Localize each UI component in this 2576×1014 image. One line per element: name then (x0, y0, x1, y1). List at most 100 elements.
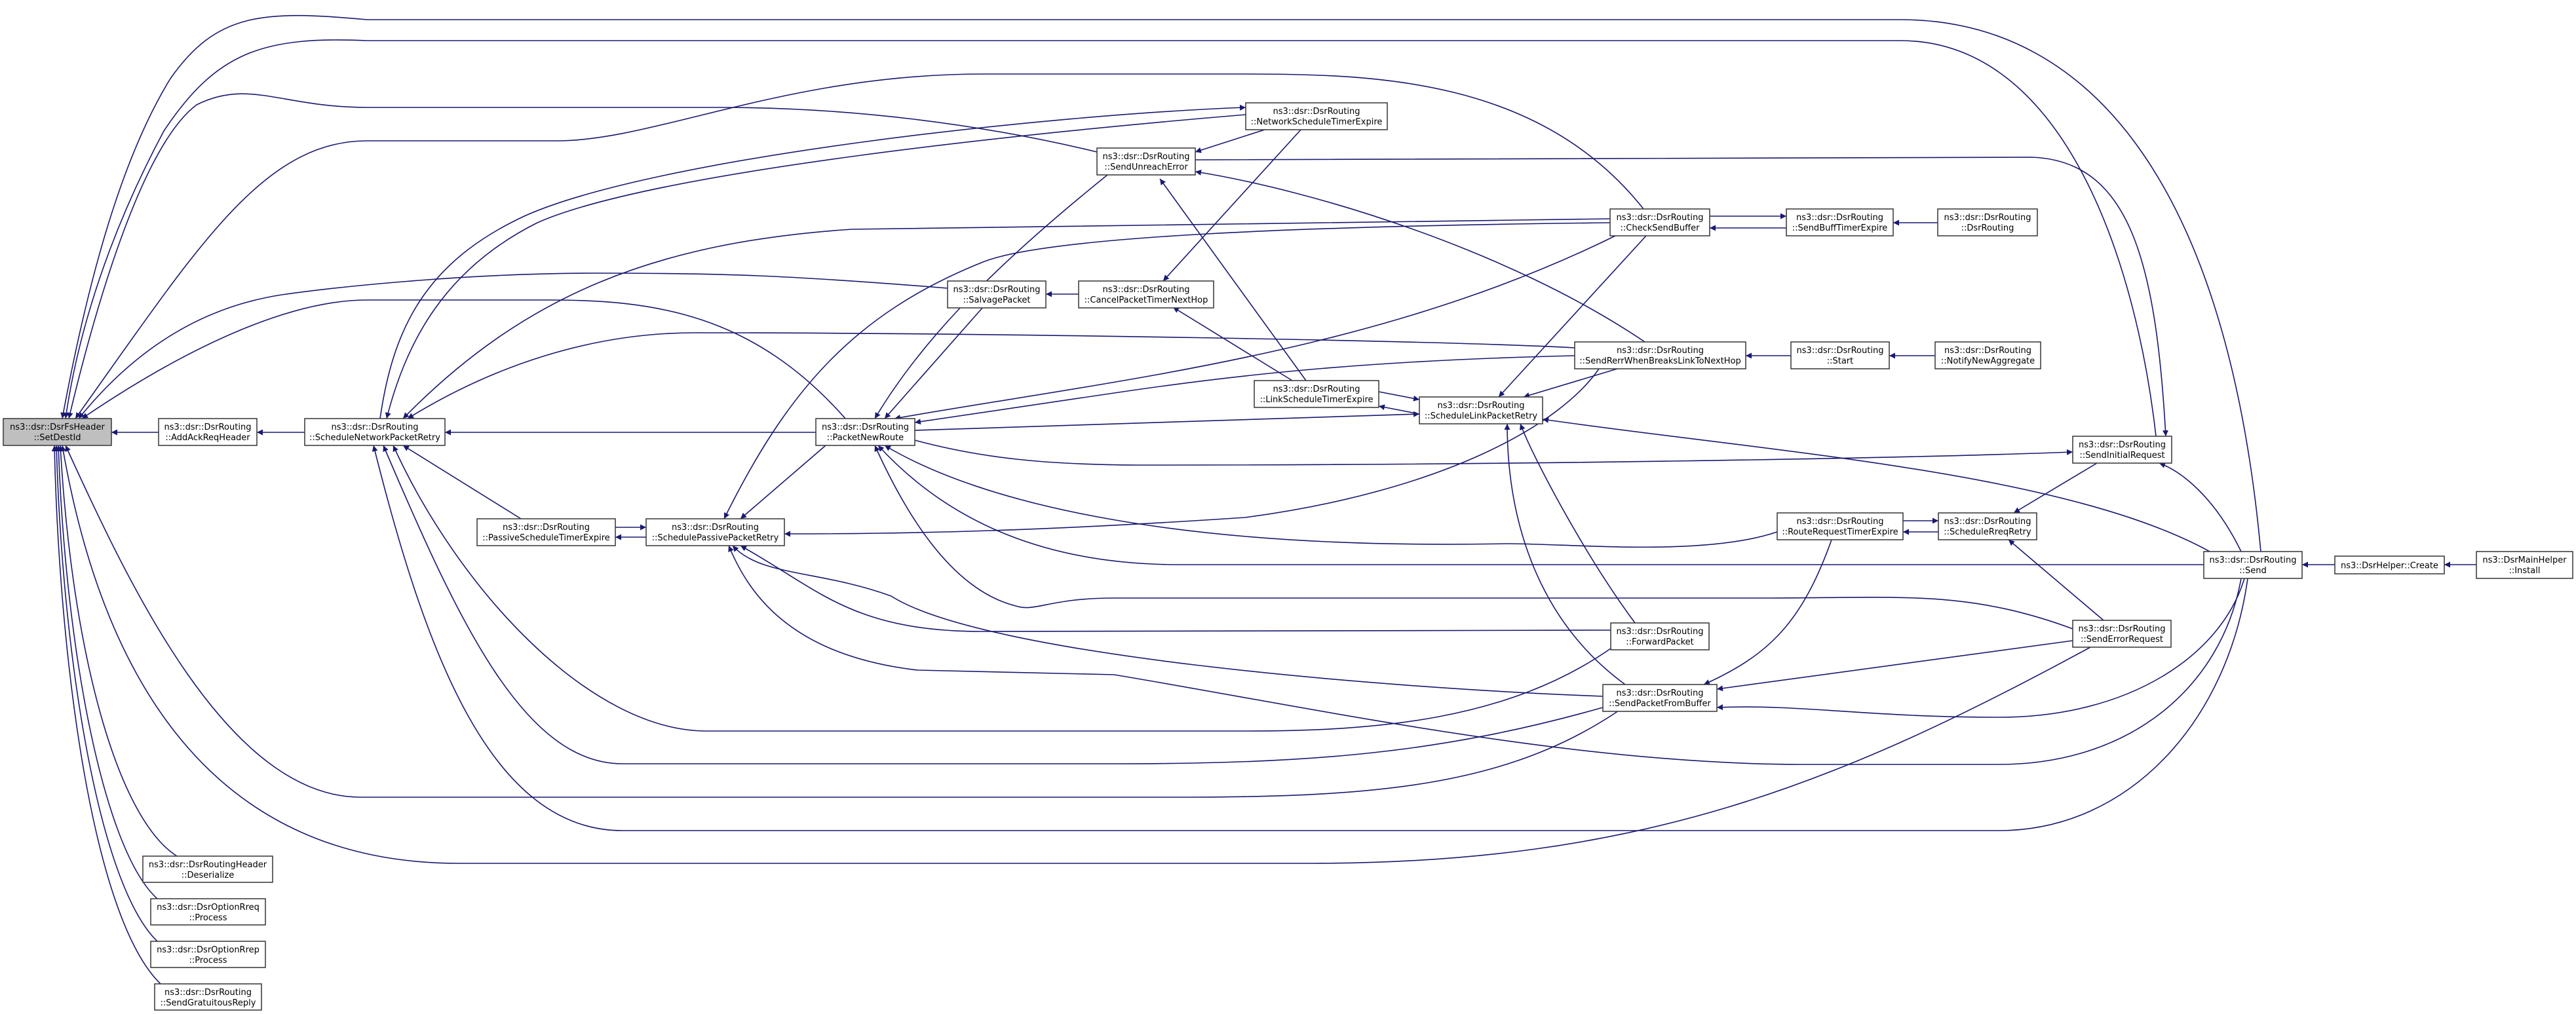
call-edge (81, 299, 846, 419)
caller-node[interactable]: ns3::dsr::DsrRouting::LinkScheduleTimerE… (1254, 380, 1379, 408)
node-scope-label: ns3::dsr::DsrRouting (1796, 213, 1883, 223)
caller-node[interactable]: ns3::dsr::DsrRouting::SchedulePassivePac… (645, 518, 785, 546)
caller-node[interactable]: ns3::dsr::DsrRouting::CancelPacketTimerN… (1078, 280, 1214, 309)
node-method-label: ::NetworkScheduleTimerExpire (1251, 117, 1383, 127)
call-edge (65, 445, 1619, 798)
node-scope-label: ns3::dsr::DsrRouting (953, 285, 1041, 295)
caller-node[interactable]: ns3::dsr::DsrRouting::Send (2203, 551, 2303, 579)
node-scope-label: ns3::dsr::DsrRouting (1273, 385, 1360, 394)
node-method-label: ::PassiveScheduleTimerExpire (482, 533, 610, 543)
call-edge (63, 39, 2157, 437)
caller-node[interactable]: ns3::dsr::DsrRouting::SendUnreachError (1096, 147, 1196, 176)
node-box (1786, 208, 1894, 236)
node-method-label: ::NotifyNewAggregate (1941, 356, 2035, 366)
call-edge (75, 73, 1644, 419)
node-method-label: ::Process (189, 913, 227, 923)
call-edge (914, 355, 1575, 425)
call-edge (728, 545, 2242, 765)
caller-node[interactable]: ns3::dsr::DsrRouting::SendGratuitousRepl… (154, 983, 262, 1011)
caller-node[interactable]: ns3::dsr::DsrRouting::SendRerrWhenBreaks… (1574, 341, 1746, 369)
node-method-label: ::Deserialize (182, 871, 235, 880)
node-box (476, 518, 616, 546)
caller-node[interactable]: ns3::dsr::DsrRouting::PassiveScheduleTim… (476, 518, 616, 546)
caller-node[interactable]: ns3::dsr::DsrRouting::NetworkScheduleTim… (1245, 102, 1388, 130)
call-edge (1163, 128, 1302, 282)
caller-node[interactable]: ns3::dsr::DsrRouting::RouteRequestTimerE… (1777, 512, 1904, 540)
node-scope-label: ns3::dsr::DsrRouting (1617, 627, 1704, 637)
call-edge (1716, 578, 2245, 718)
node-scope-label: ns3::DsrMainHelper (2482, 555, 2567, 565)
node-box (1078, 280, 1214, 309)
call-edge (732, 545, 1604, 697)
caller-node[interactable]: ns3::dsr::DsrRouting::SendErrorRequest (2072, 620, 2172, 648)
call-edge (1519, 423, 1636, 624)
call-edge (884, 445, 1778, 548)
node-scope-label: ns3::dsr::DsrOptionRreq (157, 903, 260, 912)
node-box (1096, 147, 1196, 176)
caller-node[interactable]: ns3::DsrHelper::Create (2334, 555, 2445, 574)
node-scope-label: ns3::dsr::DsrRouting (332, 423, 419, 432)
root-function-node[interactable]: ns3::dsr::DsrFsHeader::SetDestId (3, 418, 112, 446)
node-box (947, 280, 1047, 309)
caller-node[interactable]: ns3::dsr::DsrRouting::NotifyNewAggregate (1934, 341, 2041, 369)
call-edge (60, 445, 2091, 864)
call-edge (740, 445, 826, 519)
caller-node[interactable]: ns3::dsr::DsrRoutingHeader::Deserialize (142, 855, 273, 883)
caller-node[interactable]: ns3::dsr::DsrRouting::ScheduleRreqRetry (1938, 512, 2037, 540)
caller-node[interactable]: ns3::dsr::DsrRouting::Start (1790, 341, 1890, 369)
edges (51, 14, 2476, 985)
caller-node[interactable]: ns3::dsr::DsrOptionRrep::Process (150, 941, 266, 968)
node-method-label: ::SendUnreachError (1104, 162, 1188, 172)
node-scope-label: ns3::dsr::DsrRouting (164, 423, 252, 432)
call-edge (2008, 539, 2104, 621)
caller-node[interactable]: ns3::dsr::DsrRouting::CheckSendBuffer (1609, 208, 1710, 236)
node-box (2334, 555, 2445, 574)
caller-node[interactable]: ns3::DsrMainHelper::Install (2476, 551, 2573, 579)
caller-node[interactable]: ns3::dsr::DsrRouting::PacketNewRoute (815, 418, 915, 446)
call-edge (402, 445, 522, 519)
node-box (304, 418, 446, 446)
caller-node[interactable]: ns3::dsr::DsrRouting::SalvagePacket (947, 280, 1047, 309)
call-edge (1195, 128, 1267, 153)
caller-node[interactable]: ns3::dsr::DsrRouting::ForwardPacket (1610, 622, 1710, 650)
caller-node[interactable]: ns3::dsr::DsrRouting::ScheduleNetworkPac… (304, 418, 446, 446)
caller-node[interactable]: ns3::dsr::DsrOptionRreq::Process (150, 898, 266, 926)
node-box (1602, 684, 1718, 712)
node-method-label: ::SendRerrWhenBreaksLinkToNextHop (1579, 356, 1741, 366)
node-scope-label: ns3::DsrHelper::Create (2341, 561, 2438, 571)
node-method-label: ::Start (1827, 356, 1854, 366)
call-edge (1195, 169, 1645, 343)
call-edge (914, 411, 1420, 431)
caller-node[interactable]: ns3::dsr::DsrRouting::SendPacketFromBuff… (1602, 684, 1718, 712)
node-scope-label: ns3::dsr::DsrRouting (672, 523, 759, 533)
node-box (815, 418, 915, 446)
node-method-label: ::ScheduleNetworkPacketRetry (309, 433, 440, 443)
caller-node[interactable]: ns3::dsr::DsrRouting::SendInitialRequest (2072, 436, 2172, 464)
call-edge (884, 307, 984, 419)
node-box (2203, 551, 2303, 579)
node-box (150, 898, 266, 926)
node-scope-label: ns3::dsr::DsrRouting (503, 523, 590, 533)
call-edge (1498, 235, 1647, 398)
caller-node[interactable]: ns3::dsr::DsrRouting::SendBuffTimerExpir… (1786, 208, 1894, 236)
node-scope-label: ns3::dsr::DsrRouting (164, 988, 252, 998)
node-method-label: ::SchedulePassivePacketRetry (652, 533, 779, 543)
node-scope-label: ns3::dsr::DsrRouting (1617, 213, 1704, 223)
node-box (1609, 208, 1710, 236)
call-edge (53, 445, 158, 942)
node-method-label: ::Send (2239, 566, 2267, 576)
node-method-label: ::SalvagePacket (963, 295, 1030, 305)
node-box (1254, 380, 1379, 408)
node-method-label: ::SendErrorRequest (2081, 635, 2163, 645)
call-edge (51, 445, 161, 985)
node-method-label: ::SendGratuitousReply (161, 998, 256, 1008)
node-scope-label: ns3::dsr::DsrRouting (2210, 555, 2297, 565)
node-scope-label: ns3::dsr::DsrOptionRrep (157, 945, 260, 955)
call-edge (1504, 423, 1626, 685)
caller-node[interactable]: ns3::dsr::DsrRouting::ScheduleLinkPacket… (1419, 396, 1543, 424)
node-method-label: ::LinkScheduleTimerExpire (1259, 395, 1373, 405)
caller-node[interactable]: ns3::dsr::DsrRouting::AddAckReqHeader (158, 418, 258, 446)
node-scope-label: ns3::dsr::DsrRouting (1944, 517, 2031, 527)
caller-node[interactable]: ns3::dsr::DsrRouting::DsrRouting (1937, 208, 2038, 236)
